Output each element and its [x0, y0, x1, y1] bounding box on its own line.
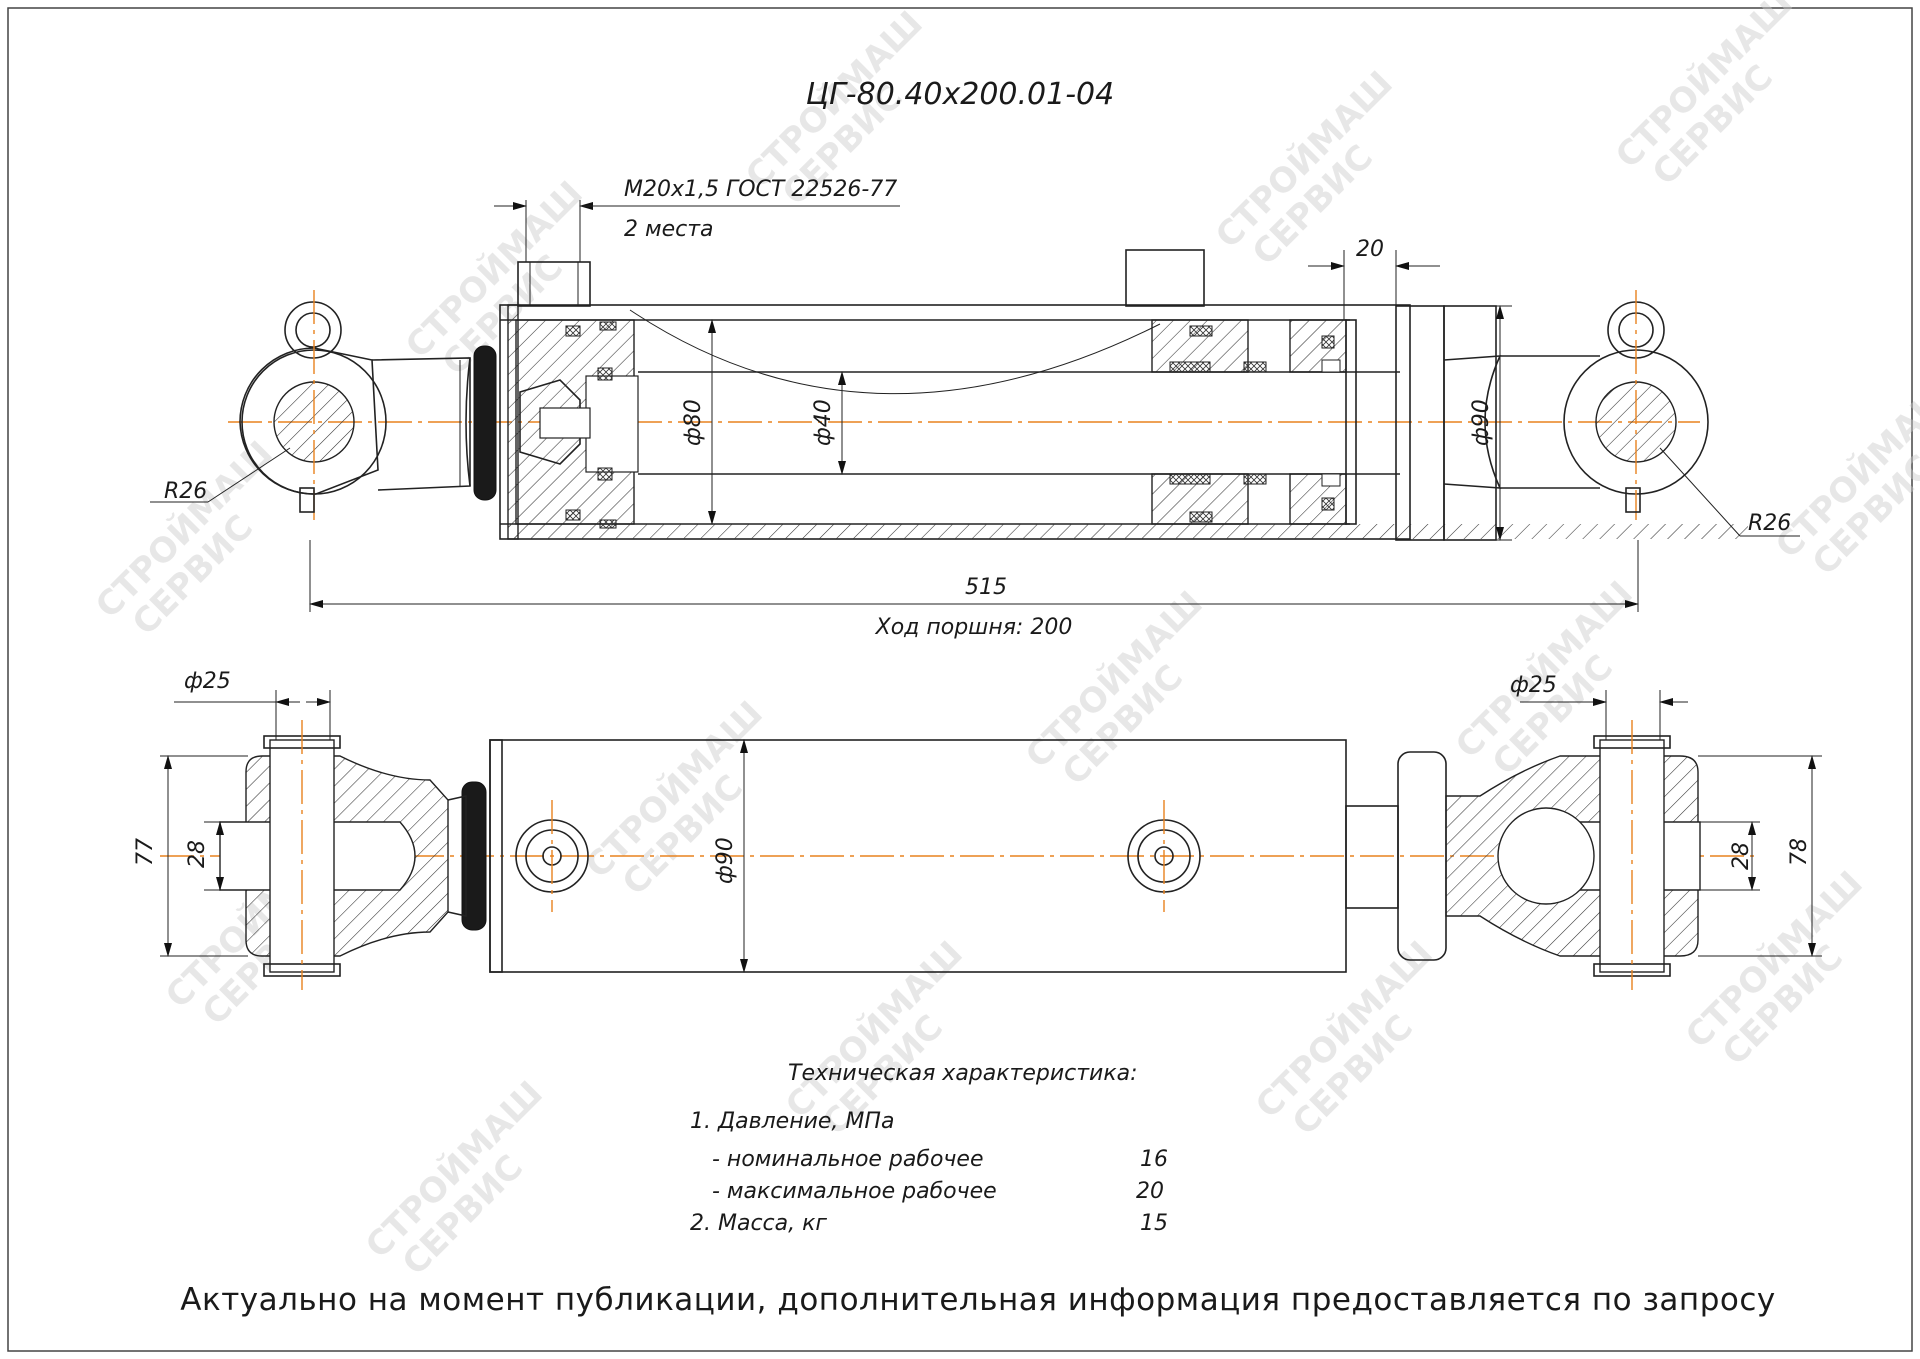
pin-left-label: ф25	[184, 669, 231, 694]
nominal-value: 16	[1140, 1147, 1168, 1172]
sheet-frame	[7, 7, 1913, 1352]
drawing-title: ЦГ-80.40х200.01-04	[806, 77, 1114, 112]
slot-left-label: 28	[185, 840, 210, 868]
right-clevis	[1345, 720, 1701, 990]
pin-right-label: ф25	[1510, 673, 1557, 698]
top-dimensions: М20х1,5 ГОСТ 22526-77 2 места 20 ф80 ф40…	[150, 177, 1800, 640]
tech-specs: Техническая характеристика: 1. Давление,…	[690, 1061, 1168, 1236]
nominal-label: - номинальное рабочее	[712, 1147, 983, 1172]
flange-diameter-label: ф90	[1469, 399, 1494, 446]
footer-note: Актуально на момент публикации, дополнит…	[180, 1282, 1775, 1318]
bottom-view-section: ф25 ф25 77 28 78 28 ф90	[133, 669, 1822, 990]
radius-right-label: R26	[1748, 511, 1791, 536]
thread-label: М20х1,5 ГОСТ 22526-77	[624, 177, 897, 202]
body-diameter-label: ф90	[713, 837, 738, 884]
top-view-section: М20х1,5 ГОСТ 22526-77 2 места 20 ф80 ф40…	[150, 177, 1800, 640]
max-value: 20	[1136, 1179, 1164, 1204]
cylinder-body	[499, 249, 1748, 540]
overall-length-label: 515	[965, 575, 1007, 600]
cylinder-body-side	[489, 739, 1347, 973]
dim-20-label: 20	[1356, 237, 1384, 262]
left-clevis	[219, 720, 487, 990]
left-eye	[239, 290, 497, 520]
mass-label: 2. Масса, кг	[690, 1211, 827, 1236]
width-right-label: 78	[1787, 838, 1812, 866]
mass-value: 15	[1140, 1211, 1168, 1236]
bore-diameter-label: ф80	[681, 399, 706, 446]
rod-end	[1395, 290, 1709, 541]
thread-count: 2 места	[624, 217, 714, 242]
bottom-dimensions: ф25 ф25 77 28 78 28 ф90	[133, 669, 1822, 973]
pressure-label: 1. Давление, МПа	[690, 1109, 894, 1134]
slot-right-label: 28	[1729, 842, 1754, 870]
width-left-label: 77	[133, 838, 158, 866]
radius-left-label: R26	[164, 479, 207, 504]
specs-heading: Техническая характеристика:	[788, 1061, 1138, 1086]
rod-diameter-label: ф40	[811, 399, 836, 446]
stroke-label: Ход поршня: 200	[875, 615, 1073, 640]
watermark-layer: СТРОЙМАШСЕРВИССТРОЙМАШСЕРВИССТРОЙМАШСЕРВ…	[87, 0, 1920, 1283]
max-label: - максимальное рабочее	[712, 1179, 997, 1204]
